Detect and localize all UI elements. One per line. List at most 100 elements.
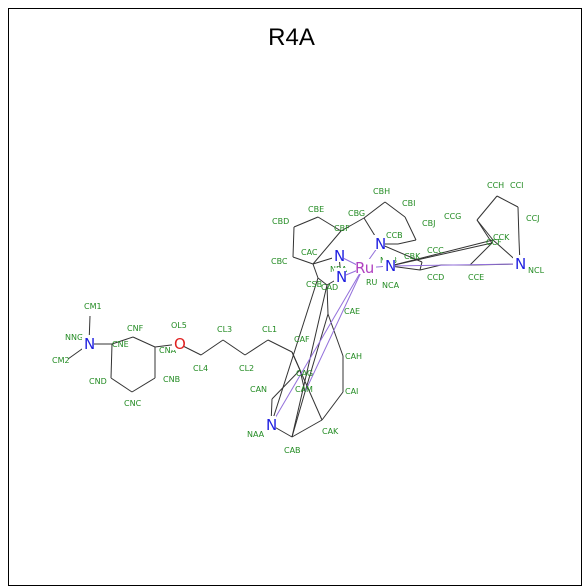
bond-cad-cab: [291, 284, 328, 438]
atom-label-cm1: CM1: [84, 302, 102, 311]
bond-nbb-ccc: [379, 243, 423, 263]
atom-label-ccj: CCJ: [526, 214, 540, 223]
bond-ccg-cch: [476, 195, 498, 221]
atom-label-cnf: CNF: [127, 324, 144, 333]
atom-label-cl3: CL3: [217, 325, 232, 334]
bond-cbi-cbj: [404, 216, 417, 241]
atom-label-cam: CAM: [295, 385, 313, 394]
atom-label-ccd: CCD: [427, 273, 444, 282]
atom-label-ccf: CCF: [486, 238, 502, 247]
atom-label-cag: CAG: [296, 369, 313, 378]
bond-cbf-cbg: [340, 217, 365, 232]
atom-bg-nbb: [373, 235, 385, 250]
bond-cch-cci: [496, 195, 519, 208]
bond-layer: [67, 195, 521, 438]
atom-label-cbh: CBH: [373, 187, 390, 196]
canvas-frame: [8, 8, 582, 586]
atom-label-can: CAN: [250, 385, 267, 394]
atom-bg-nca: [383, 257, 395, 272]
bond-cah-cae: [327, 313, 344, 357]
bond-cbj-ccb: [397, 239, 417, 245]
atom-label-cbd: CBD: [272, 217, 289, 226]
bond-cnb-cnc: [131, 377, 156, 393]
atom-label-ccb: CCB: [386, 231, 403, 240]
bond-cag-can: [271, 369, 301, 400]
atom-symbol-nca: N: [385, 257, 396, 275]
bond-cbe-cbf: [317, 216, 342, 232]
atom-label-cl1: CL1: [262, 325, 277, 334]
atom-label-cm2: CM2: [52, 356, 70, 365]
atom-label-cbg: CBG: [348, 209, 365, 218]
atom-symbol-nba: N: [334, 247, 345, 265]
atom-label-cnb: CNB: [163, 375, 180, 384]
atom-label-cbi: CBI: [402, 199, 415, 208]
atom-symbol-nnge: N: [84, 335, 95, 353]
atom-label-cbk: CBK: [404, 252, 421, 261]
bond-cam-cae: [304, 313, 329, 393]
atom-symbol-ru: Ru: [355, 259, 374, 277]
bond-cbg-cbh: [363, 201, 386, 219]
bond-cl4-cl3: [200, 339, 224, 356]
atom-label-ru: RU: [366, 278, 378, 287]
atom-label-cai: CAI: [345, 387, 358, 396]
bond-cck-ccg: [476, 219, 494, 241]
atom-label-cad: CAD: [321, 283, 338, 292]
bond-cci-ccj: [517, 206, 520, 241]
bond-csb-naa: [270, 277, 319, 426]
atom-bg-ncl: [513, 255, 525, 270]
atom-bg-nac: [334, 268, 346, 283]
bond-cce-ccf: [469, 242, 493, 266]
atom-label-naa: NAA: [247, 430, 265, 439]
bond-cl1-caf: [267, 339, 293, 353]
bond-cbd-cbe: [293, 216, 319, 228]
atom-label-cae: CAE: [344, 307, 360, 316]
coord-bond-cam: [304, 267, 364, 393]
atom-label-cch: CCH: [487, 181, 504, 190]
atom-label-cci: CCI: [510, 181, 524, 190]
bond-cl2-cl1: [244, 339, 269, 356]
bond-cnf-cna: [132, 336, 156, 348]
bond-cbh-cbi: [384, 201, 406, 218]
coord-bond-naa: [270, 267, 364, 426]
atom-label-cna: CNA: [159, 346, 177, 355]
atom-symbol-naa: N: [266, 416, 277, 434]
bond-cad-csb: [317, 277, 328, 286]
atom-label-cbc: CBC: [271, 257, 288, 266]
atom-symbol-ncl: N: [515, 255, 526, 273]
bond-csb-cac: [312, 263, 319, 279]
atom-symbol-nbb: N: [375, 235, 386, 253]
atom-label-cah: CAH: [345, 352, 362, 361]
atom-label-layer: CM1NNGCM2CNECNFCNACNBCNCCNDOL5CL4CL3CL2C…: [52, 181, 545, 455]
atom-label-ccc: CCC: [427, 246, 444, 255]
atom-label-nca: NCA: [382, 281, 400, 290]
atom-label-cac: CAC: [301, 248, 318, 257]
bond-cae-cad: [326, 284, 329, 315]
atom-label-csb: CSB: [306, 280, 322, 289]
bond-cnd-cne: [110, 343, 113, 379]
atom-label-ccg: CCG: [444, 212, 461, 221]
atom-label-ncl: NCL: [528, 266, 545, 275]
bond-cbk-ccd: [419, 264, 442, 271]
atom-label-cl4: CL4: [193, 364, 208, 373]
atom-bg-naa: [264, 416, 276, 431]
atom-bg-ol5: [172, 335, 184, 350]
atom-label-cbe: CBE: [308, 205, 324, 214]
atom-label-cbf: CBF: [334, 224, 350, 233]
atom-bg-nba: [332, 247, 344, 262]
bond-nca-cck: [389, 239, 494, 267]
atom-label-cck: CCK: [493, 233, 510, 242]
bond-cak-cai: [321, 391, 344, 421]
page-title: R4A: [268, 24, 315, 51]
bond-cac-cbc: [292, 256, 314, 265]
atom-label-cbj: CBJ: [422, 219, 435, 228]
atom-bg-nnge: [82, 335, 94, 350]
atom-label-cne: CNE: [112, 340, 129, 349]
bond-cbf-cac: [312, 230, 342, 265]
bond-cbc-cbd: [292, 226, 295, 258]
atom-label-nng: NNG: [65, 333, 83, 342]
bond-cnc-cnd: [110, 377, 133, 393]
atom-label-caf: CAF: [294, 335, 310, 344]
atom-symbol-nac: N: [336, 268, 347, 286]
